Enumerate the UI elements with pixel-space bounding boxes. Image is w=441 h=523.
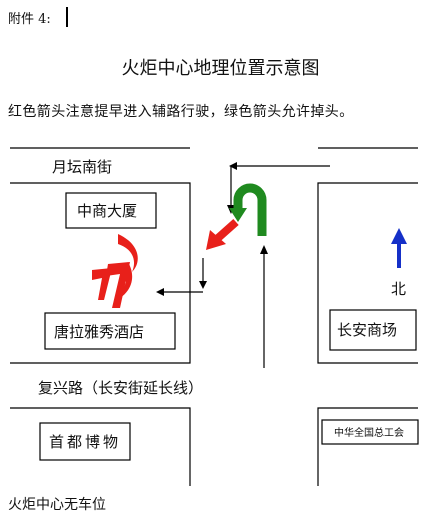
building-union: 中华全国总工会 (334, 426, 404, 439)
street-south: 复兴路（长安街延长线） (38, 379, 203, 397)
guide-arrows (162, 165, 330, 368)
box-changan-mall (329, 309, 417, 351)
green-uturn-arrow (229, 183, 267, 236)
north-label: 北 (391, 280, 406, 298)
route-note: 红色箭头注意提早进入辅路行驶，绿色箭头允许掉头。 (8, 104, 354, 120)
torch-flame-top (118, 234, 138, 272)
box-hotel (44, 312, 176, 350)
building-changan-mall: 长安商场 (337, 321, 397, 339)
uturn-arrow-body (233, 183, 267, 236)
block-southeast (317, 407, 418, 486)
attachment-label: 附件 4: (8, 12, 51, 27)
north-arrow (391, 228, 407, 268)
text-cursor (66, 7, 68, 27)
arrowhead-left-hotel (156, 288, 164, 296)
arrowhead-down-short (199, 281, 207, 289)
red-arrow-shaft (215, 219, 239, 241)
page-title: 火炬中心地理位置示意图 (121, 58, 320, 79)
building-museum: 首都博物 (49, 433, 121, 451)
building-boxes (39, 192, 419, 461)
arrowhead-up (260, 245, 268, 254)
uturn-arrowhead (229, 208, 247, 222)
road-lines (10, 147, 418, 486)
building-zhongshang: 中商大厦 (77, 202, 137, 220)
building-hotel: 唐拉雅秀酒店 (54, 323, 144, 341)
footer-note: 火炬中心无车位 (8, 497, 106, 513)
box-museum (39, 422, 131, 461)
box-union (321, 419, 419, 445)
torch-stroke-right (106, 262, 130, 308)
block-northwest (10, 182, 191, 364)
street-north: 月坛南街 (52, 158, 112, 176)
red-arrow (206, 219, 239, 250)
block-northeast (317, 182, 418, 364)
torch-stroke-left (92, 268, 112, 300)
box-zhongshang (65, 192, 157, 229)
arrowhead-left-top (229, 162, 237, 170)
north-arrowhead (391, 228, 407, 244)
red-arrowhead (206, 230, 226, 250)
block-southwest (10, 407, 191, 486)
torch-logo-icon (92, 234, 138, 308)
guide-arrowheads (156, 162, 268, 296)
